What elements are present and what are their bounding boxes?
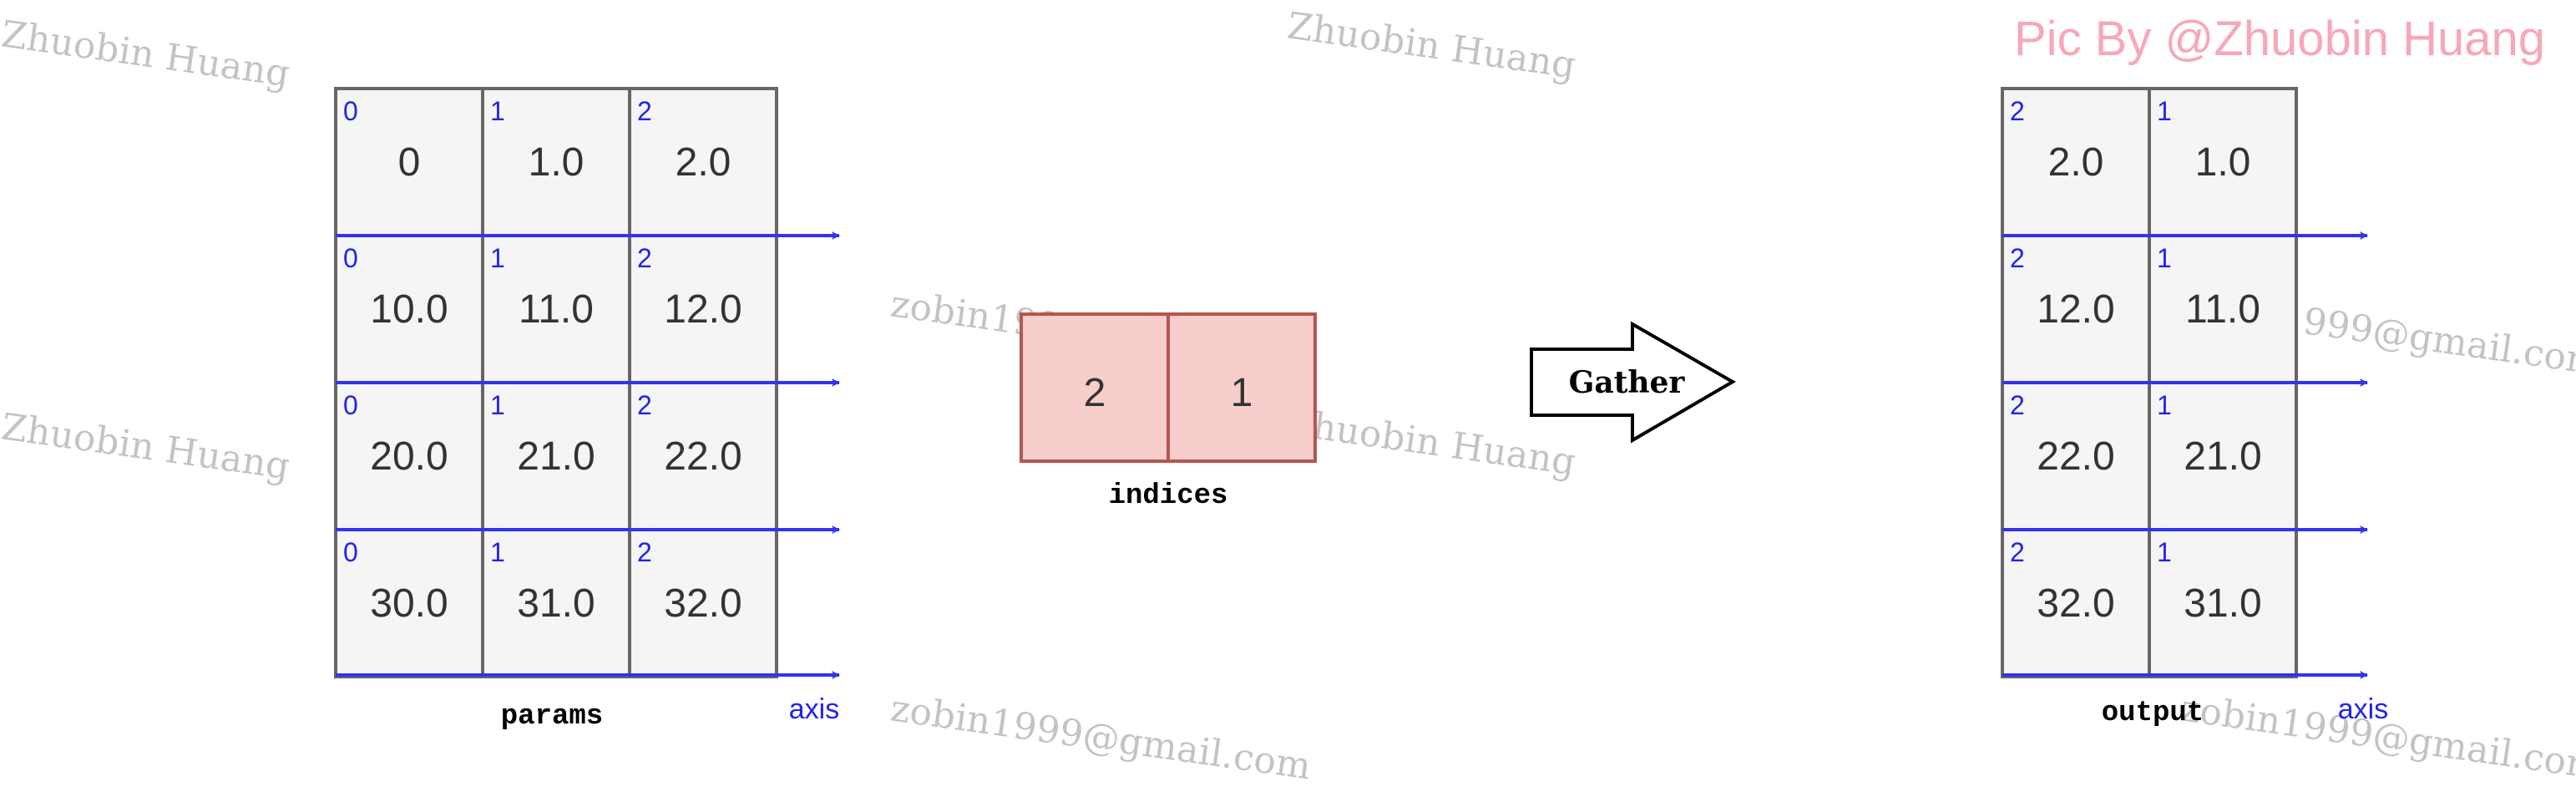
index-value: 1 bbox=[1231, 371, 1253, 415]
output-row: 2 12.0 1 11.0 bbox=[2001, 234, 2298, 384]
cell-index: 2 bbox=[637, 243, 652, 273]
matrix-cell bbox=[628, 234, 778, 384]
cell-index: 1 bbox=[490, 96, 505, 126]
output-axis-label: axis bbox=[2338, 693, 2388, 725]
matrix-cell bbox=[2001, 528, 2151, 678]
params-label: params bbox=[501, 701, 603, 733]
cell-value: 21.0 bbox=[2184, 434, 2261, 479]
params-row: 0 30.0 1 31.0 2 32.0 bbox=[334, 528, 778, 678]
cell-value: 11.0 bbox=[2185, 287, 2260, 332]
cell-index: 0 bbox=[343, 537, 358, 567]
matrix-cell bbox=[2148, 528, 2298, 678]
output-row: 2 2.0 1 1.0 bbox=[2001, 87, 2298, 237]
cell-index: 1 bbox=[2157, 390, 2172, 420]
cell-value: 10.0 bbox=[370, 287, 448, 332]
params-axis-arrows bbox=[336, 231, 840, 679]
watermark-name: Zhuobin Huang bbox=[0, 13, 292, 95]
cell-value: 31.0 bbox=[517, 581, 595, 626]
cell-value: 12.0 bbox=[664, 287, 741, 332]
cell-value: 1.0 bbox=[2195, 140, 2251, 185]
cell-index: 1 bbox=[2157, 537, 2172, 567]
cell-value: 22.0 bbox=[664, 434, 741, 479]
index-cell bbox=[1020, 312, 1170, 463]
matrix-cell bbox=[334, 528, 484, 678]
cell-index: 2 bbox=[2010, 537, 2025, 567]
watermark-name: Zhuobin Huang bbox=[1284, 4, 1577, 87]
watermark-email: zobin1999@gmail.com bbox=[888, 687, 1313, 788]
cell-index: 1 bbox=[490, 243, 505, 273]
cell-value: 0 bbox=[398, 140, 421, 185]
block-arrow-shape bbox=[1530, 321, 1736, 444]
cell-value: 2.0 bbox=[2048, 140, 2104, 185]
cell-value: 20.0 bbox=[370, 434, 448, 479]
cell-value: 12.0 bbox=[2037, 287, 2114, 332]
output-matrix: 2 2.0 1 1.0 2 12.0 1 11.0 2 22.0 1 21.0 … bbox=[2001, 87, 2298, 678]
cell-index: 2 bbox=[2010, 96, 2025, 126]
index-value: 2 bbox=[1084, 371, 1106, 415]
params-axis-label: axis bbox=[789, 693, 839, 725]
cell-index: 0 bbox=[343, 96, 358, 126]
cell-index: 1 bbox=[490, 537, 505, 567]
cell-index: 0 bbox=[343, 390, 358, 420]
cell-index: 2 bbox=[637, 390, 652, 420]
gather-arrow: Gather bbox=[1530, 321, 1736, 444]
matrix-cell bbox=[2148, 87, 2298, 237]
cell-index: 1 bbox=[2157, 243, 2172, 273]
gather-label: Gather bbox=[1569, 365, 1686, 400]
cell-value: 32.0 bbox=[664, 581, 741, 626]
cell-value: 22.0 bbox=[2037, 434, 2114, 479]
cell-index: 1 bbox=[2157, 96, 2172, 126]
matrix-cell bbox=[2148, 234, 2298, 384]
cell-value: 1.0 bbox=[529, 140, 585, 185]
indices-array: 2 1 bbox=[1020, 312, 1317, 463]
output-row: 2 32.0 1 31.0 bbox=[2001, 528, 2298, 678]
params-row: 0 10.0 1 11.0 2 12.0 bbox=[334, 234, 778, 384]
output-axis-arrows bbox=[2002, 231, 2368, 679]
cell-index: 2 bbox=[637, 96, 652, 126]
output-row: 2 22.0 1 21.0 bbox=[2001, 381, 2298, 531]
cell-value: 32.0 bbox=[2037, 581, 2114, 626]
matrix-cell bbox=[481, 528, 631, 678]
cell-index: 2 bbox=[637, 537, 652, 567]
cell-value: 30.0 bbox=[370, 581, 448, 626]
matrix-cell bbox=[334, 234, 484, 384]
matrix-cell bbox=[334, 87, 484, 237]
cell-value: 21.0 bbox=[517, 434, 595, 479]
cell-index: 2 bbox=[2010, 243, 2025, 273]
cell-value: 31.0 bbox=[2184, 581, 2261, 626]
cell-index: 2 bbox=[2010, 390, 2025, 420]
matrix-cell bbox=[2001, 381, 2151, 531]
params-matrix: 0 0 1 1.0 2 2.0 0 10.0 1 11.0 2 12.0 0 2… bbox=[334, 87, 778, 678]
cell-value: 11.0 bbox=[519, 287, 594, 332]
matrix-cell bbox=[628, 87, 778, 237]
watermark-name: Zhuobin Huang bbox=[0, 405, 292, 488]
cell-index: 1 bbox=[490, 390, 505, 420]
index-cell bbox=[1167, 312, 1317, 463]
credit-text: Pic By @Zhuobin Huang bbox=[2014, 12, 2545, 66]
output-label: output bbox=[2102, 698, 2204, 729]
matrix-cell bbox=[628, 381, 778, 531]
cell-value: 2.0 bbox=[676, 140, 731, 185]
params-row: 0 0 1 1.0 2 2.0 bbox=[334, 87, 778, 237]
indices-label: indices bbox=[1109, 480, 1228, 512]
params-row: 0 20.0 1 21.0 2 22.0 bbox=[334, 381, 778, 531]
cell-index: 0 bbox=[343, 243, 358, 273]
